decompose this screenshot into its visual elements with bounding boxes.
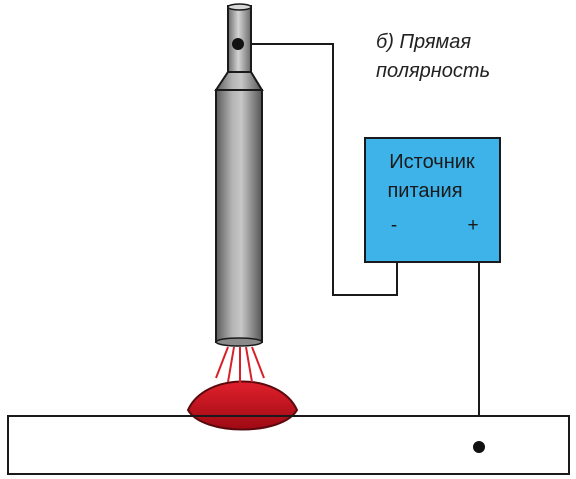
electrode-body	[215, 89, 263, 343]
electrode-taper	[214, 71, 264, 91]
wire-electrode-to-minus	[238, 43, 398, 296]
workpiece-connection-dot	[473, 441, 485, 453]
power-source-label-line1: Источник	[389, 151, 475, 173]
power-source-box	[364, 137, 501, 263]
electrode-connection-dot	[232, 38, 244, 50]
polarity-title: б) Прямая полярность	[376, 31, 490, 82]
plus-terminal-label: +	[467, 215, 478, 236]
title-line1: б) Прямая	[376, 31, 471, 53]
power-source-label-line2: питания	[387, 180, 462, 202]
minus-terminal-label: -	[391, 215, 397, 236]
title-line2: полярность	[376, 60, 490, 82]
power-source: Источник питания - +	[364, 137, 501, 263]
electrode-tip-top	[227, 3, 252, 11]
electrode-holder	[214, 3, 264, 347]
workpiece-plate	[7, 415, 570, 475]
electrode-bottom-rim	[215, 337, 263, 347]
weld-pool	[186, 380, 299, 431]
arc-rays	[215, 346, 265, 383]
